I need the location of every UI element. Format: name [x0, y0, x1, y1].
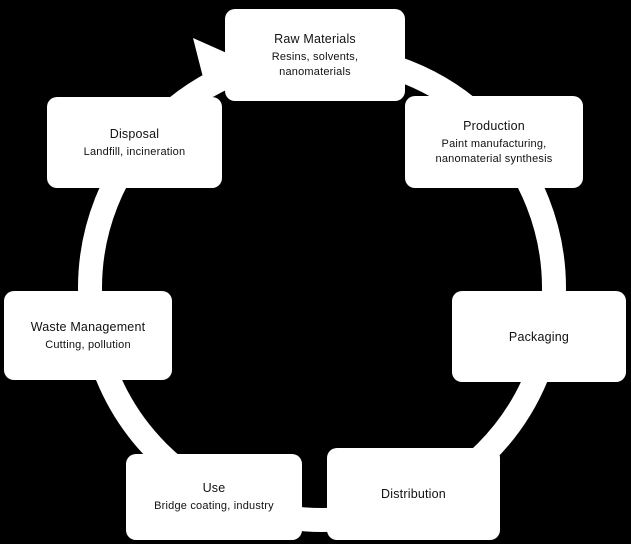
node-distribution-title: Distribution [381, 487, 446, 501]
node-use: Use Bridge coating, industry [126, 454, 302, 540]
node-raw-materials-title: Raw Materials [274, 31, 356, 46]
node-production-title: Production [463, 118, 525, 133]
node-waste-management-subtitle: Cutting, pollution [45, 338, 131, 351]
node-disposal-subtitle: Landfill, incineration [83, 145, 186, 158]
node-packaging: Packaging [452, 291, 626, 382]
node-distribution: Distribution [327, 448, 500, 540]
node-disposal-title: Disposal [109, 126, 160, 141]
node-waste-management-title: Waste Management [30, 319, 146, 334]
cycle-arrow-head [193, 38, 238, 97]
node-waste-management: Waste Management Cutting, pollution [4, 291, 172, 380]
node-production-subtitle: Paint manufacturing, nanomaterial synthe… [435, 137, 553, 165]
node-use-subtitle: Bridge coating, industry [154, 500, 274, 512]
node-disposal: Disposal Landfill, incineration [47, 97, 222, 188]
node-packaging-title: Packaging [508, 329, 570, 344]
node-raw-materials: Raw Materials Resins, solvents, nanomate… [225, 9, 405, 101]
node-production: Production Paint manufacturing, nanomate… [405, 96, 583, 188]
node-use-title: Use [202, 481, 226, 495]
node-raw-materials-subtitle: Resins, solvents, nanomaterials [271, 50, 359, 78]
